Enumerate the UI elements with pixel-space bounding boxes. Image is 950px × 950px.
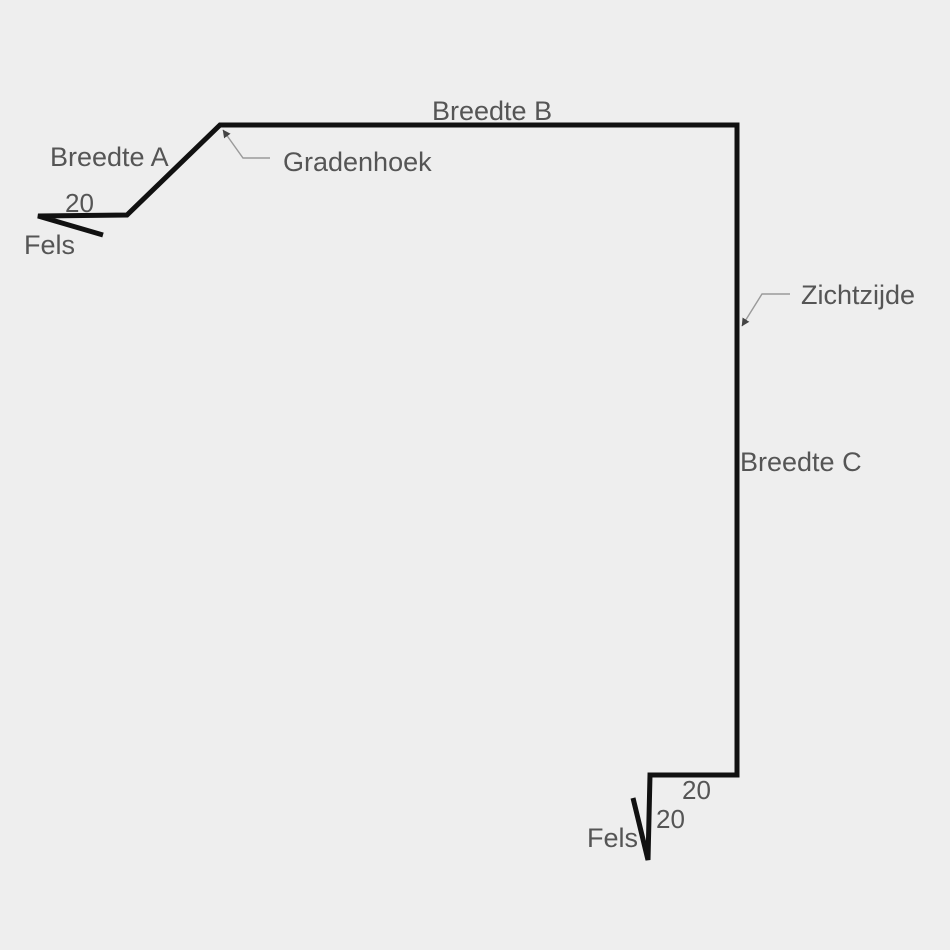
- label-breedte-c: Breedte C: [740, 447, 862, 477]
- dimension-bottom-width-20: 20: [682, 775, 711, 805]
- label-breedte-b: Breedte B: [432, 96, 552, 126]
- label-breedte-a: Breedte A: [50, 142, 169, 172]
- gradenhoek-leader-line: [222, 129, 270, 159]
- label-gradenhoek: Gradenhoek: [283, 147, 432, 177]
- dimension-fels-right-20: 20: [656, 804, 685, 834]
- zichtzijde-leader-line: [741, 293, 790, 327]
- dimension-fels-left-20: 20: [65, 188, 94, 218]
- label-zichtzijde: Zichtzijde: [801, 280, 915, 310]
- label-fels-left: Fels: [24, 230, 75, 260]
- label-fels-right: Fels: [587, 823, 638, 853]
- profile-outline: [37, 122, 740, 861]
